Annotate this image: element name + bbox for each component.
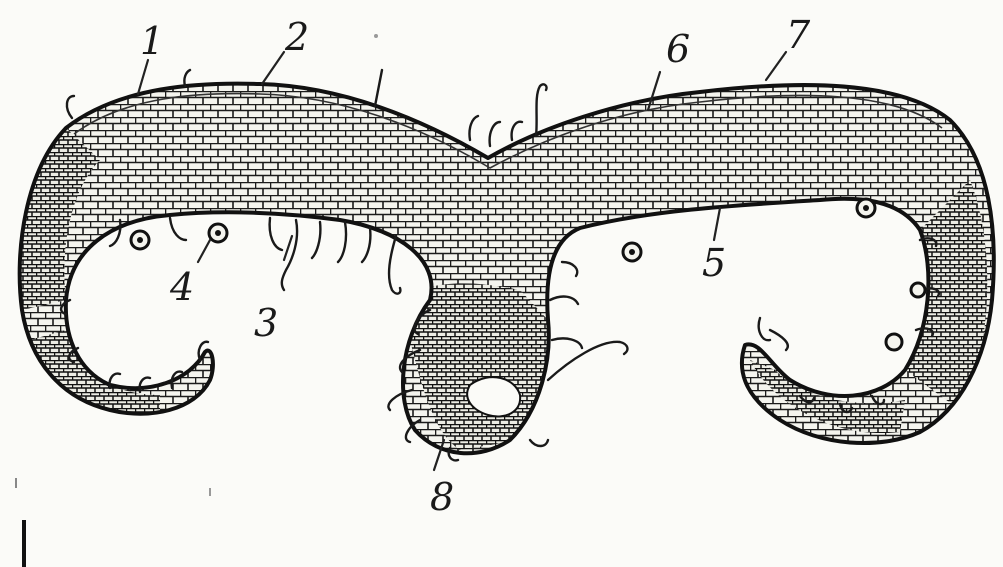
label-5: 5 [702,241,726,285]
label-1: 1 [140,19,164,63]
label-6: 6 [666,27,690,71]
label-8: 8 [430,475,454,519]
label-2: 2 [284,15,309,59]
label-3: 3 [254,301,278,345]
label-7: 7 [786,13,811,57]
label-4: 4 [169,265,194,309]
